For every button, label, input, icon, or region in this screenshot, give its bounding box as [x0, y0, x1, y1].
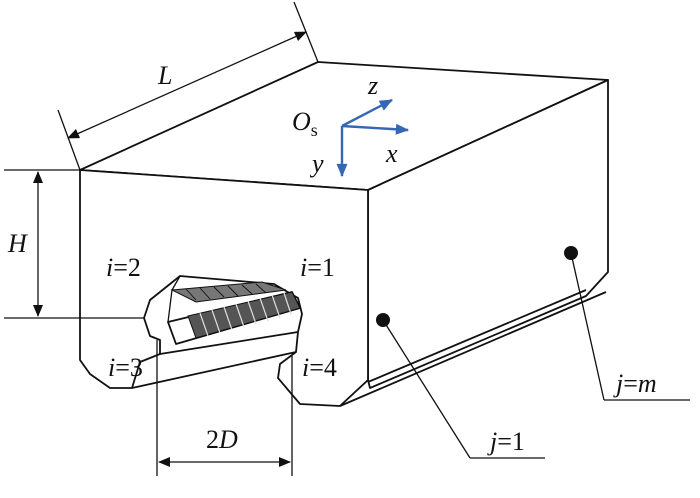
label-jm: j=m	[613, 369, 657, 398]
length-extension-right	[293, 1, 319, 63]
label-i2: i=2	[106, 253, 141, 282]
axis-y-label: y	[309, 149, 324, 178]
label-jm-sub: m	[638, 369, 657, 398]
label-i1-var: i	[300, 253, 307, 282]
axis-x-arrow	[341, 123, 410, 135]
origin-label-sub: s	[311, 120, 318, 140]
label-j1: j=1	[487, 427, 525, 456]
groove-lower-slope-2	[159, 331, 299, 355]
label-i2-eq: =2	[113, 253, 141, 282]
label-j1-var: j	[487, 427, 497, 456]
length-extension-left	[57, 109, 81, 171]
axis-z-label: z	[367, 71, 378, 100]
groove-lower-slope	[131, 351, 297, 389]
axis-x-label: x	[385, 139, 398, 168]
length-label: L	[157, 61, 172, 90]
label-i3: i=3	[108, 353, 143, 382]
height-label: H	[7, 229, 28, 258]
length-dimension-line	[67, 31, 307, 139]
label-i2-var: i	[106, 253, 113, 282]
point-j1-leader	[382, 319, 471, 459]
label-j1-eq: =1	[497, 427, 525, 456]
width-label-number: 2	[206, 425, 219, 454]
origin-label: Os	[292, 107, 318, 140]
label-i4: i=4	[302, 353, 337, 382]
right-face-chamfer-top	[367, 289, 587, 383]
right-face-chamfer-bottom	[339, 291, 607, 407]
block-front-face	[79, 169, 369, 407]
width-label: 2D	[206, 425, 238, 454]
point-jm-leader	[570, 252, 605, 401]
label-jm-eq: =	[623, 369, 638, 398]
coordinate-system: Os x y z	[292, 71, 410, 178]
width-label-variable: D	[218, 425, 238, 454]
label-i1: i=1	[300, 253, 335, 282]
ball-chain	[167, 275, 301, 345]
label-i4-var: i	[302, 353, 309, 382]
origin-label-main: O	[292, 107, 311, 136]
axis-z-arrow	[341, 98, 393, 128]
label-i4-eq: =4	[309, 353, 337, 382]
label-i3-var: i	[108, 353, 115, 382]
label-jm-var: j	[613, 369, 623, 398]
label-i1-eq: =1	[307, 253, 335, 282]
label-i3-eq: =3	[115, 353, 143, 382]
